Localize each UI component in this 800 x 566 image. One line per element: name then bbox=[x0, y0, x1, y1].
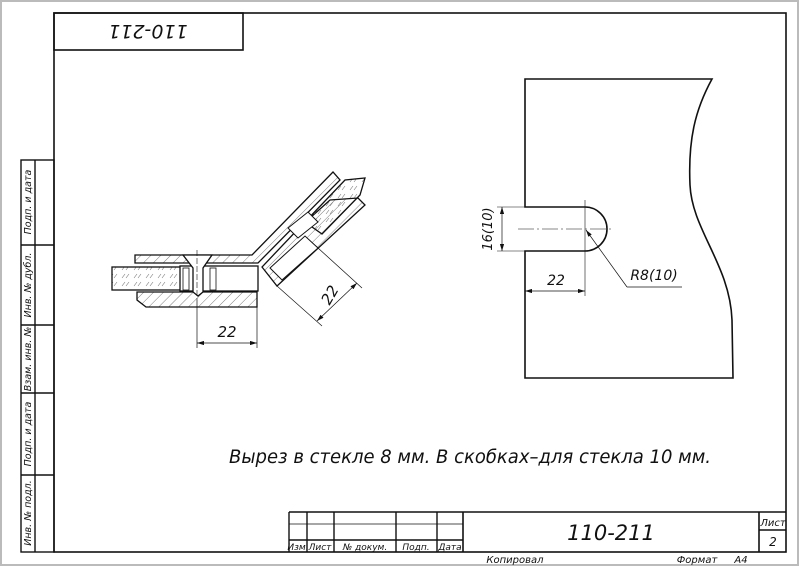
screw bbox=[181, 254, 214, 297]
side-label-dup-inv: Инв. № дубл. bbox=[23, 253, 34, 318]
dim-horizontal-label: 22 bbox=[217, 323, 236, 341]
glass-panel-left bbox=[111, 266, 183, 291]
glass-panel-angled bbox=[304, 177, 366, 235]
cutout-note: Вырез в стекле 8 мм. В скобках–для стекл… bbox=[229, 446, 711, 468]
title-copied: Копировал bbox=[486, 555, 544, 566]
dim-angled-22 bbox=[276, 247, 363, 327]
title-sheet-label: Лист bbox=[759, 518, 787, 529]
dim-depth-label: 22 bbox=[547, 273, 565, 289]
side-label-replace-inv: Взам. инв. № bbox=[23, 327, 34, 392]
title-col-date: Дата bbox=[437, 543, 461, 553]
title-col-change: Изм. bbox=[287, 543, 308, 553]
top-stamp: 110-211 bbox=[53, 12, 244, 51]
title-col-doc-no: № докум. bbox=[342, 543, 387, 553]
glass-outline bbox=[524, 78, 734, 379]
title-format-value: A4 bbox=[733, 555, 747, 566]
title-format-label: Формат bbox=[677, 555, 719, 566]
title-col-sign: Подп. bbox=[402, 543, 429, 553]
side-label-sign-date-2: Подп. и дата bbox=[23, 401, 34, 466]
dim-horizontal-22 bbox=[196, 300, 258, 348]
side-strip bbox=[20, 159, 55, 553]
dim-width-label: 16(10) bbox=[481, 207, 496, 250]
title-col-sheet: Лист bbox=[308, 543, 333, 553]
top-plate bbox=[134, 171, 341, 264]
hinge-section-view bbox=[111, 171, 366, 308]
side-label-sign-date-1: Подп. и дата bbox=[23, 169, 34, 234]
title-block bbox=[288, 511, 786, 552]
side-label-orig-inv: Инв. № подл. bbox=[23, 480, 34, 546]
title-sheet-number: 2 bbox=[769, 535, 777, 549]
top-stamp-text: 110-211 bbox=[108, 20, 187, 42]
glass-cutout-view bbox=[497, 78, 734, 379]
title-designation: 110-211 bbox=[567, 521, 655, 545]
dim-angled-label: 22 bbox=[317, 282, 342, 308]
dim-radius-label: R8(10) bbox=[630, 268, 677, 284]
